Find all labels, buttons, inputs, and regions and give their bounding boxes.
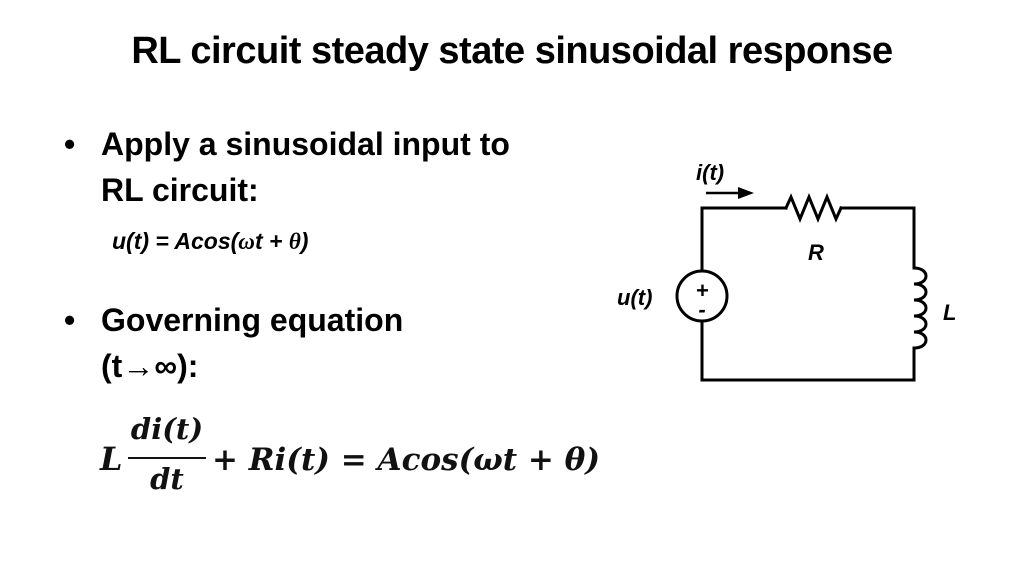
source-minus-sign: - — [698, 297, 705, 322]
resistor-label: R — [808, 240, 824, 265]
wire-top-right — [839, 206, 916, 270]
equation-inductance: L — [100, 440, 123, 478]
wire-bottom — [700, 320, 916, 382]
bullet-marker: • — [64, 126, 76, 162]
theta-symbol: θ — [288, 229, 301, 254]
current-label: i(t) — [696, 160, 724, 185]
omega-symbol: ω — [238, 229, 255, 254]
input-expression-part3: ) — [300, 228, 309, 254]
input-expression: u(t) = Acos(ωt + θ) — [112, 228, 308, 255]
source-label: u(t) — [617, 285, 652, 310]
fraction-denominator: dt — [150, 462, 184, 496]
inductor-symbol — [912, 266, 928, 350]
bullet-line-1: Governing equation — [101, 302, 404, 338]
bullet-line-2: RL circuit: — [101, 172, 259, 208]
bullet-line-1: Apply a sinusoidal input to — [101, 126, 510, 162]
bullet-text: Governing equation (t→∞): — [101, 297, 403, 389]
input-expression-part2: t + — [254, 228, 289, 254]
bullet-marker: • — [64, 302, 76, 338]
inductor-label: L — [943, 300, 956, 325]
rl-circuit-diagram: i(t) R L u(t) + - — [617, 160, 956, 382]
voltage-source-symbol — [675, 269, 729, 323]
wire-top-left — [700, 206, 788, 272]
equation-rest: + Ri(t) = Acos(ωt + θ) — [212, 442, 600, 478]
resistor-symbol — [784, 193, 843, 223]
current-arrow-head — [738, 187, 754, 199]
bullet-line-2: (t→∞): — [101, 348, 199, 384]
fraction-bar — [128, 457, 206, 459]
input-expression-part1: u(t) = Acos( — [112, 228, 239, 254]
source-plus-sign: + — [696, 278, 709, 303]
fraction-numerator: di(t) — [130, 412, 204, 446]
slide-title: RL circuit steady state sinusoidal respo… — [131, 30, 893, 72]
bullet-text: Apply a sinusoidal input to RL circuit: — [101, 121, 510, 213]
